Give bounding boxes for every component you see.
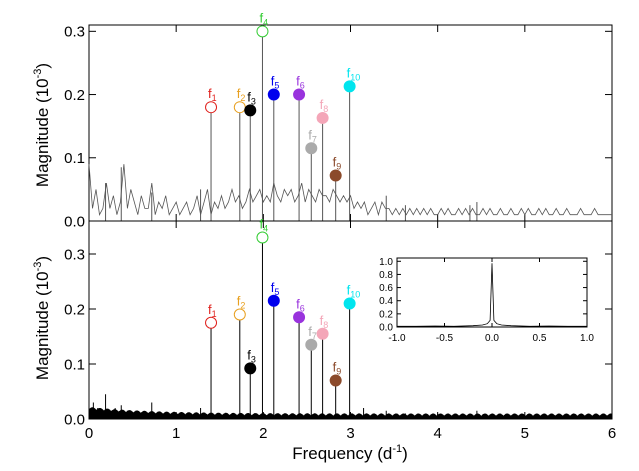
x-tick-label: -0.5 <box>436 333 454 344</box>
x-tick-label: 6 <box>608 425 616 442</box>
frequency-label: f8 <box>320 97 329 114</box>
frequency-marker <box>267 88 280 101</box>
frequency-marker <box>233 101 246 114</box>
frequency-label: f9 <box>333 360 342 377</box>
x-tick-label: 0.0 <box>485 333 499 344</box>
frequency-marker <box>205 101 218 114</box>
y-tick-label: 0.1 <box>64 150 85 167</box>
top-y-axis-label: Magnitude (10-3) <box>32 63 52 187</box>
frequency-label: f5 <box>271 280 280 297</box>
x-tick-label: 4 <box>433 425 441 442</box>
frequency-label: f2 <box>237 86 246 103</box>
frequency-marker <box>256 25 269 38</box>
frequency-label: f1 <box>208 302 217 319</box>
frequency-marker <box>305 142 318 155</box>
y-tick-label: 0.4 <box>379 296 393 307</box>
bottom-y-axis-label: Magnitude (10-3) <box>32 256 52 380</box>
frequency-marker <box>343 80 356 93</box>
y-tick-label: 0.3 <box>64 24 85 41</box>
y-tick-label: 0.2 <box>64 87 85 104</box>
frequency-label: f7 <box>308 324 317 341</box>
frequency-label: f2 <box>237 294 246 311</box>
spectrum-line <box>397 263 587 327</box>
spectrum-line <box>88 164 612 217</box>
noise-band <box>88 407 612 419</box>
x-tick-label: -1.0 <box>388 333 406 344</box>
frequency-marker <box>233 308 246 321</box>
frequency-label: f7 <box>308 127 317 144</box>
window-function-inset: 0.0 0.2 0.4 0.6 0.8 1.0 -1.0 -0.5 0.0 0.5 1.0 <box>379 257 594 344</box>
y-tick-label: 0.0 <box>379 323 393 334</box>
plot-frame <box>88 24 613 222</box>
frequency-label: f4 <box>259 217 268 234</box>
y-tick-label: 1.0 <box>379 257 393 268</box>
frequency-label: f6 <box>296 296 305 313</box>
y-tick-label: 0.2 <box>379 309 393 320</box>
frequency-marker <box>329 374 342 387</box>
x-axis-label: Frequency (d-1) <box>292 443 408 463</box>
y-tick-label: 0.0 <box>64 411 85 428</box>
frequency-label: f8 <box>320 313 329 330</box>
frequency-label: f3 <box>247 89 256 106</box>
y-tick-label: 0.8 <box>379 270 393 281</box>
frequency-marker <box>256 231 269 244</box>
frequency-label: f4 <box>259 10 268 27</box>
x-tick-label: 5 <box>521 425 529 442</box>
frequency-marker <box>244 362 257 375</box>
y-tick-label: 0.6 <box>379 283 393 294</box>
frequency-marker <box>343 297 356 310</box>
frequency-marker <box>205 316 218 329</box>
x-tick-label: 0 <box>85 425 93 442</box>
frequency-marker <box>329 169 342 182</box>
frequency-label: f10 <box>347 283 361 300</box>
frequency-marker <box>267 294 280 307</box>
frequency-label: f9 <box>333 154 342 171</box>
x-tick-label: 2 <box>259 425 267 442</box>
y-tick-label: 0.0 <box>64 213 85 230</box>
y-tick-label: 0.2 <box>64 301 85 318</box>
frequency-label: f5 <box>271 74 280 91</box>
frequency-label: f1 <box>208 86 217 103</box>
x-tick-label: 1.0 <box>580 333 594 344</box>
frequency-label: f6 <box>296 74 305 91</box>
x-tick-label: 1 <box>172 425 180 442</box>
y-tick-label: 0.1 <box>64 356 85 373</box>
x-tick-label: 3 <box>346 425 354 442</box>
frequency-marker <box>305 338 318 351</box>
frequency-marker <box>293 88 306 101</box>
frequency-marker <box>293 311 306 324</box>
frequency-label: f10 <box>347 65 361 82</box>
frequency-label: f3 <box>247 347 256 364</box>
frequency-marker <box>316 111 329 124</box>
frequency-marker <box>244 104 257 117</box>
x-tick-label: 0.5 <box>533 333 547 344</box>
frequency-marker <box>316 327 329 340</box>
y-tick-label: 0.3 <box>64 246 85 263</box>
